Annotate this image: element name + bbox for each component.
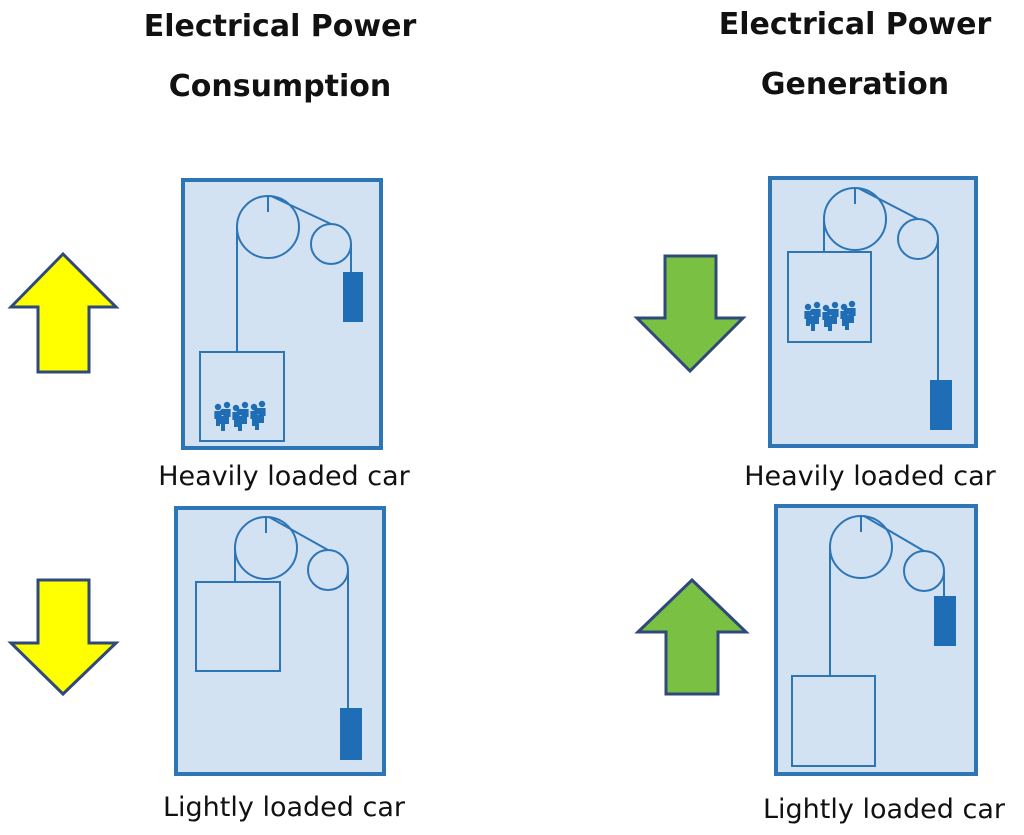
down-arrow-icon <box>633 254 747 374</box>
caption-generation-heavy: Heavily loaded car <box>744 461 996 492</box>
shaft-generation-heavy <box>768 176 978 448</box>
consumption-heading: Electrical Power Consumption <box>100 6 460 108</box>
shaft-consumption-light <box>174 506 386 776</box>
consumption-heading-line1: Electrical Power <box>143 9 417 44</box>
counterweight-icon <box>930 380 952 430</box>
caption-consumption-heavy: Heavily loaded car <box>158 461 410 492</box>
consumption-heading-line2: Consumption <box>168 69 392 104</box>
counterweight-icon <box>340 708 362 760</box>
counterweight-icon <box>934 596 956 646</box>
generation-heading-line2: Generation <box>760 67 950 102</box>
shaft-generation-light <box>774 504 978 776</box>
up-arrow-icon <box>7 251 120 374</box>
caption-consumption-light: Lightly loaded car <box>163 792 405 823</box>
generation-heading-line1: Electrical Power <box>718 7 992 42</box>
up-arrow-icon <box>634 577 750 696</box>
down-arrow-icon <box>7 578 120 697</box>
caption-generation-light: Lightly loaded car <box>763 794 1005 825</box>
shaft-consumption-heavy <box>181 178 383 450</box>
counterweight-icon <box>343 272 363 322</box>
generation-heading: Electrical Power Generation <box>675 4 1024 106</box>
